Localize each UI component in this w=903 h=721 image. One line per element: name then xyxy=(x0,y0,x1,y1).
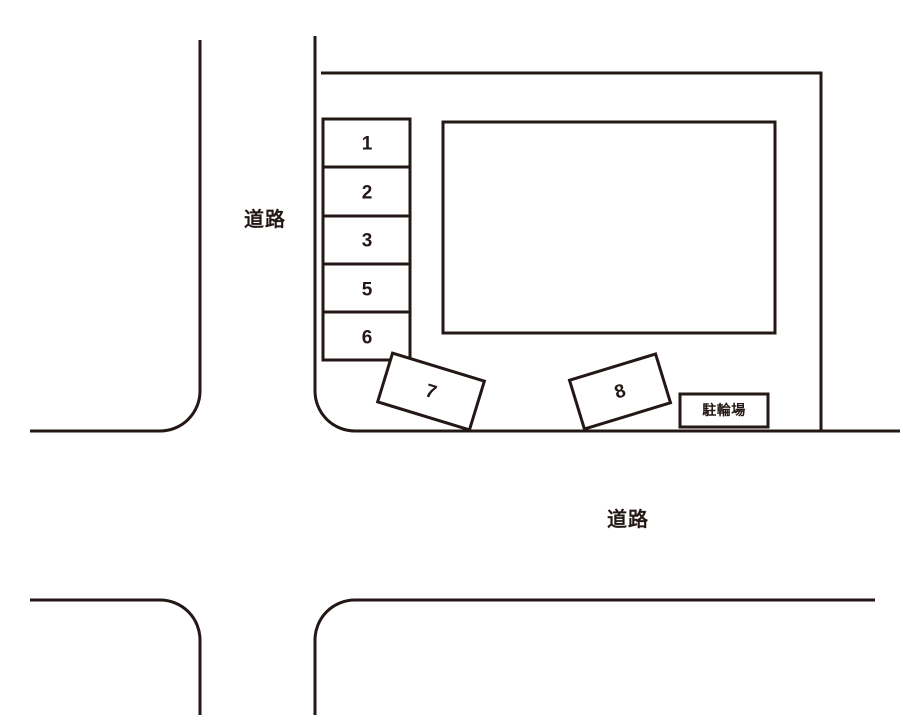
stall-3-box[interactable] xyxy=(321,214,412,266)
stall-2-label: 2 xyxy=(362,183,373,204)
main-building xyxy=(441,120,777,335)
bicycle-parking-box[interactable] xyxy=(678,392,770,429)
stall-1-label: 1 xyxy=(362,134,373,155)
stall-6-label: 6 xyxy=(362,328,373,349)
lot-boundary-north-and-east xyxy=(321,71,823,430)
bicycle-parking-group: 駐輪場 xyxy=(678,392,770,429)
stall-1-box[interactable] xyxy=(321,117,412,169)
stall-3-label: 3 xyxy=(362,231,373,252)
stall-column-west: 1 2 3 5 6 xyxy=(321,117,412,362)
stall-5-label: 5 xyxy=(362,280,373,301)
road-west-edge xyxy=(30,40,202,433)
lot-boundary-west-and-south xyxy=(313,36,900,433)
stall-5-box[interactable] xyxy=(321,262,412,314)
road-west-label: 道路 xyxy=(244,207,286,231)
road-southwest-corner-edge xyxy=(30,598,202,715)
stall-2-box[interactable] xyxy=(321,165,412,218)
stall-8-box[interactable] xyxy=(567,352,673,431)
stall-8-group: 8 xyxy=(567,352,673,431)
stall-7-box[interactable] xyxy=(375,351,487,432)
stall-7-group: 7 xyxy=(375,351,487,432)
road-south-label: 道路 xyxy=(607,507,649,531)
stall-6-box[interactable] xyxy=(321,310,412,362)
road-southeast-corner-edge xyxy=(313,598,875,715)
bicycle-parking-label: 駐輪場 xyxy=(702,402,746,419)
